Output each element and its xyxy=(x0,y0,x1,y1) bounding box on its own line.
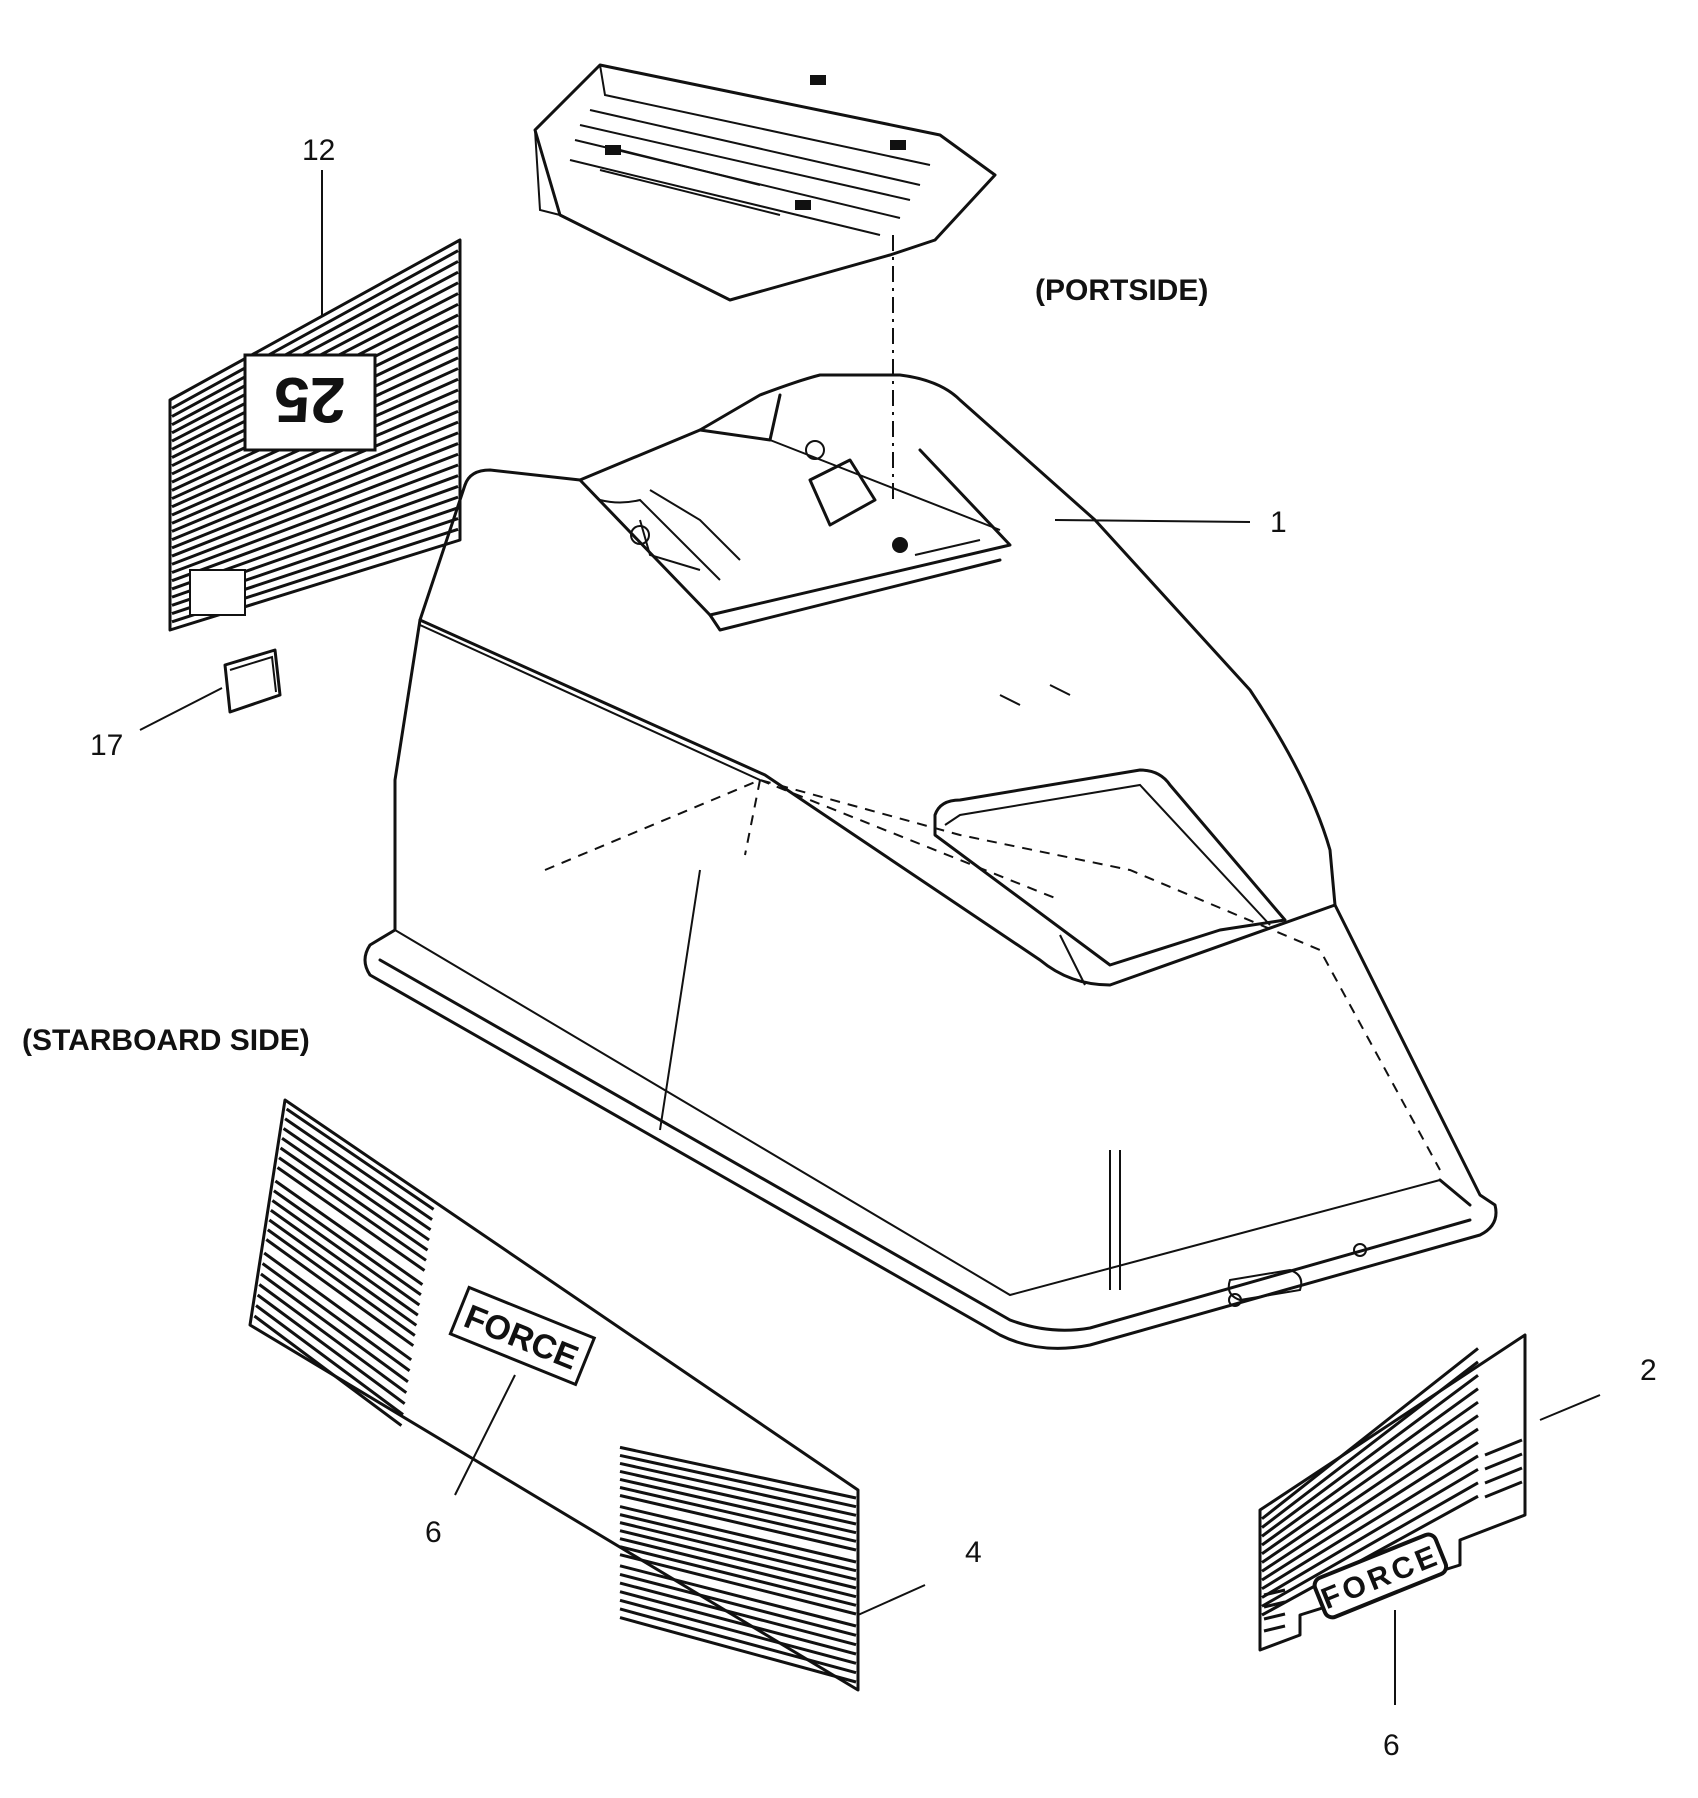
decal-stripe xyxy=(276,1166,426,1272)
decal-stripe xyxy=(1261,1454,1479,1591)
decal-stripe xyxy=(255,1304,404,1416)
decal-stripe xyxy=(619,1461,857,1517)
callout-17: 17 xyxy=(90,729,123,762)
decal-stripe xyxy=(271,1199,421,1307)
top-cover-part xyxy=(533,63,997,302)
decal-stripe xyxy=(619,1469,857,1526)
decal-stripe xyxy=(1261,1481,1479,1608)
model-decal-mark: 25 xyxy=(274,364,345,436)
decal-stripe xyxy=(619,1607,857,1675)
decal-stripe xyxy=(273,1189,422,1297)
decal-stripe xyxy=(1263,1600,1286,1609)
decal-stripe xyxy=(258,1283,408,1394)
decal-stripe xyxy=(279,1146,429,1252)
decal-stripe xyxy=(171,410,459,533)
decal-stripe xyxy=(619,1553,857,1616)
decal-stripe xyxy=(260,1272,409,1383)
decal-stripe xyxy=(619,1494,857,1552)
decal-stripe xyxy=(619,1590,857,1656)
decal-stripe xyxy=(278,1156,427,1262)
decal-stripe xyxy=(619,1513,857,1573)
decal-stripe xyxy=(171,399,459,525)
decal-stripe xyxy=(619,1486,857,1543)
decal-stripe xyxy=(171,474,459,583)
decal-stripe xyxy=(171,463,459,574)
decal-stripe xyxy=(619,1445,857,1500)
decal-stripe xyxy=(171,260,459,418)
callout-6-rear: 6 xyxy=(1383,1729,1400,1762)
decal-stripe xyxy=(171,420,459,542)
decal-stripe xyxy=(619,1545,857,1607)
decal-stripe xyxy=(619,1616,857,1684)
decal-stripe xyxy=(171,431,459,550)
decal-stripe xyxy=(619,1453,857,1509)
decal-stripe xyxy=(619,1564,857,1628)
decal-stripe xyxy=(619,1537,857,1599)
decal-stripe xyxy=(619,1581,857,1647)
decal-stripe xyxy=(269,1209,419,1317)
decal-stripe xyxy=(1261,1347,1479,1520)
decal-stripe xyxy=(1484,1466,1523,1485)
callout-4: 4 xyxy=(965,1536,982,1569)
decal-stripe xyxy=(1261,1360,1479,1529)
decal-stripe xyxy=(1261,1387,1479,1547)
decal-stripe xyxy=(619,1529,857,1590)
decal-stripe xyxy=(619,1521,857,1581)
decal-stripe xyxy=(171,388,459,517)
decal-stripe xyxy=(1484,1452,1523,1471)
decal-stripe xyxy=(265,1238,415,1347)
decal-stripe xyxy=(274,1179,424,1286)
decal-stripe xyxy=(266,1228,416,1337)
small-tag-part xyxy=(223,648,282,714)
callout-1: 1 xyxy=(1270,506,1287,539)
decal-stripe xyxy=(256,1293,406,1405)
decal-stripe xyxy=(1263,1612,1286,1621)
decal-stripe xyxy=(281,1137,430,1242)
callout-6-starboard: 6 xyxy=(425,1516,442,1549)
decal-stripe xyxy=(171,452,459,566)
leader-lines xyxy=(139,170,1601,1705)
decal-stripe xyxy=(619,1478,857,1535)
model-decal-part: 25 xyxy=(168,238,462,632)
portside-label: (PORTSIDE) xyxy=(1035,274,1208,307)
decal-stripe xyxy=(1261,1400,1479,1555)
decal-stripe xyxy=(1261,1414,1479,1564)
starboard-decal-part: FORCE xyxy=(248,1098,860,1692)
decal-stripe xyxy=(285,1107,435,1211)
decal-stripe xyxy=(619,1572,857,1637)
decal-stripe xyxy=(171,442,459,558)
decal-stripe xyxy=(261,1262,411,1372)
starboard-label: (STARBOARD SIDE) xyxy=(22,1024,310,1057)
decal-stripe xyxy=(1261,1441,1479,1582)
decal-stripe xyxy=(1263,1588,1286,1597)
callout-2: 2 xyxy=(1640,1354,1657,1387)
decal-stripe xyxy=(1261,1468,1479,1599)
decal-stripe xyxy=(253,1314,403,1427)
decal-stripe xyxy=(171,249,459,410)
decal-stripe xyxy=(171,270,459,426)
decal-stripe xyxy=(284,1117,433,1221)
decal-stripe xyxy=(282,1127,432,1232)
engine-cowl-part xyxy=(363,373,1498,1350)
decal-stripe xyxy=(619,1505,857,1564)
decal-stripe xyxy=(268,1218,418,1327)
decal-stripe xyxy=(1261,1427,1479,1573)
callout-12: 12 xyxy=(302,134,335,167)
decal-stripe xyxy=(619,1598,857,1665)
decal-stripe xyxy=(1484,1438,1523,1457)
decal-stripe xyxy=(1263,1624,1286,1633)
decal-stripe xyxy=(263,1251,413,1362)
decal-stripe xyxy=(1484,1480,1523,1499)
rear-decal-part: FORCE xyxy=(1258,1333,1527,1652)
decal-stripe xyxy=(1261,1374,1479,1538)
